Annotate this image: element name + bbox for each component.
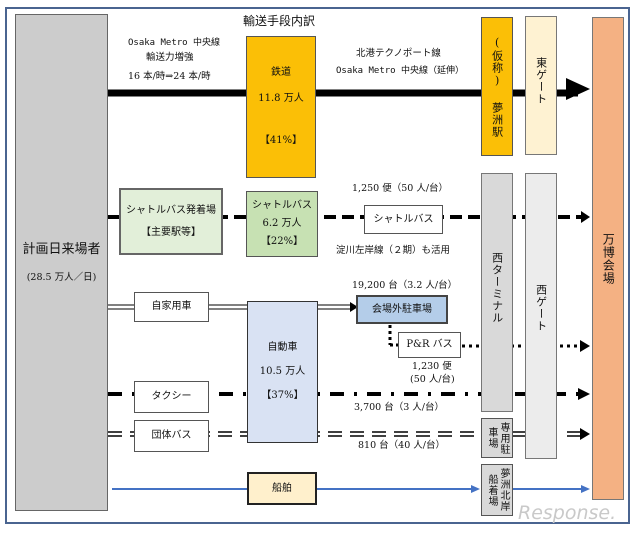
shuttle-depot-line1: シャトルバス発着場 — [126, 204, 216, 216]
ship-label: 船舶 — [272, 482, 292, 494]
east-gate: 東ゲート — [525, 16, 557, 155]
rail-note-line3: 16 本/時⇒24 本/時 — [128, 71, 211, 82]
shuttle-route-box: シャトルバス — [364, 205, 443, 234]
rail-box-share: 【41%】 — [259, 135, 303, 146]
shuttle-route-label: シャトルバス — [373, 213, 434, 225]
east-gate-label: 東ゲート — [534, 57, 548, 105]
pr-bus-label: P&R バス — [406, 339, 453, 350]
rail-route-line1: 北港テクノポート線 — [356, 48, 441, 59]
car-box: 自動車 10.5 万人 【37%】 — [247, 301, 318, 443]
west-terminal: 西ターミナル — [481, 173, 513, 412]
yumeshima-station: (仮称) 夢洲駅 — [481, 17, 513, 156]
shuttle-box: シャトルバス 6.2 万人 【22%】 — [246, 191, 318, 257]
group-bus-arrow — [580, 428, 590, 440]
ship-pier-label: 夢洲北岸船着場 — [486, 468, 509, 512]
visitors-count: (28.5 万人／日) — [26, 271, 97, 283]
parking-capacity: 19,200 台（3.2 人/台） — [352, 280, 458, 291]
car-box-value: 10.5 万人 — [259, 366, 306, 377]
pr-bus-box: P&R バス — [398, 332, 461, 358]
shuttle-frequency: 1,250 便（50 人/台） — [352, 183, 449, 194]
group-bus-count: 810 台（40 人/台） — [358, 440, 445, 451]
taxi-count: 3,700 台（3 人/台） — [354, 402, 444, 413]
car-box-share: 【37%】 — [261, 390, 304, 401]
shuttle-note: 淀川左岸線（２期）も活用 — [336, 245, 451, 256]
west-gate: 西ゲート — [525, 173, 557, 459]
car-arrow — [350, 302, 358, 312]
ship-arrow — [581, 485, 590, 493]
visitors-label: 計画日来場者 — [22, 242, 101, 257]
rail-box-label: 鉄道 — [271, 67, 291, 78]
rail-route-line2: Osaka Metro 中央線（延伸） — [336, 66, 465, 76]
ship-box: 船舶 — [247, 472, 317, 505]
taxi-box: タクシー — [134, 381, 209, 413]
rail-box: 鉄道 11.8 万人 【41%】 — [246, 36, 316, 178]
shuttle-arrow — [581, 211, 590, 223]
west-gate-label: 西ゲート — [534, 284, 548, 332]
shuttle-depot: シャトルバス発着場 【主要駅等】 — [119, 188, 223, 255]
pr-bus-arrow — [580, 340, 590, 352]
group-bus-label: 団体バス — [151, 430, 192, 441]
shuttle-box-label: シャトルバス — [252, 200, 312, 211]
dedicated-parking: 専用駐車場 — [481, 418, 513, 458]
shuttle-depot-line2: 【主要駅等】 — [141, 226, 201, 238]
venue-label: 万博会場 — [601, 232, 616, 285]
diagram-title: 輸送手段内訳 — [243, 14, 316, 28]
parking-box-label: 会場外駐車場 — [372, 303, 432, 315]
diagram-frame — [5, 7, 630, 524]
rail-arrow — [566, 78, 590, 100]
rail-box-value: 11.8 万人 — [258, 93, 304, 104]
venue-box: 万博会場 — [592, 17, 624, 500]
pr-frequency-line2: (50 人/台) — [410, 374, 455, 385]
private-car-label: 自家用車 — [151, 301, 192, 312]
pr-frequency-line1: 1,230 便 — [412, 361, 452, 372]
response-watermark: Response. — [518, 502, 617, 524]
rail-note-line2: 輸送力増強 — [146, 52, 194, 63]
parking-box: 会場外駐車場 — [356, 295, 448, 324]
ship-pier: 夢洲北岸船着場 — [481, 464, 513, 516]
taxi-label: タクシー — [151, 391, 192, 402]
dedicated-parking-label: 専用駐車場 — [486, 421, 509, 455]
car-box-label: 自動車 — [267, 342, 298, 353]
group-bus-box: 団体バス — [134, 420, 209, 452]
shuttle-box-share: 【22%】 — [260, 236, 304, 247]
station-label: (仮称) 夢洲駅 — [490, 35, 504, 138]
rail-note-line1: Osaka Metro 中央線 — [128, 38, 221, 48]
private-car-box: 自家用車 — [134, 292, 209, 322]
taxi-arrow — [578, 388, 590, 400]
visitors-box-body: 計画日来場者 (28.5 万人／日) — [15, 14, 108, 511]
shuttle-box-value: 6.2 万人 — [262, 218, 302, 229]
west-terminal-label: 西ターミナル — [490, 252, 504, 324]
